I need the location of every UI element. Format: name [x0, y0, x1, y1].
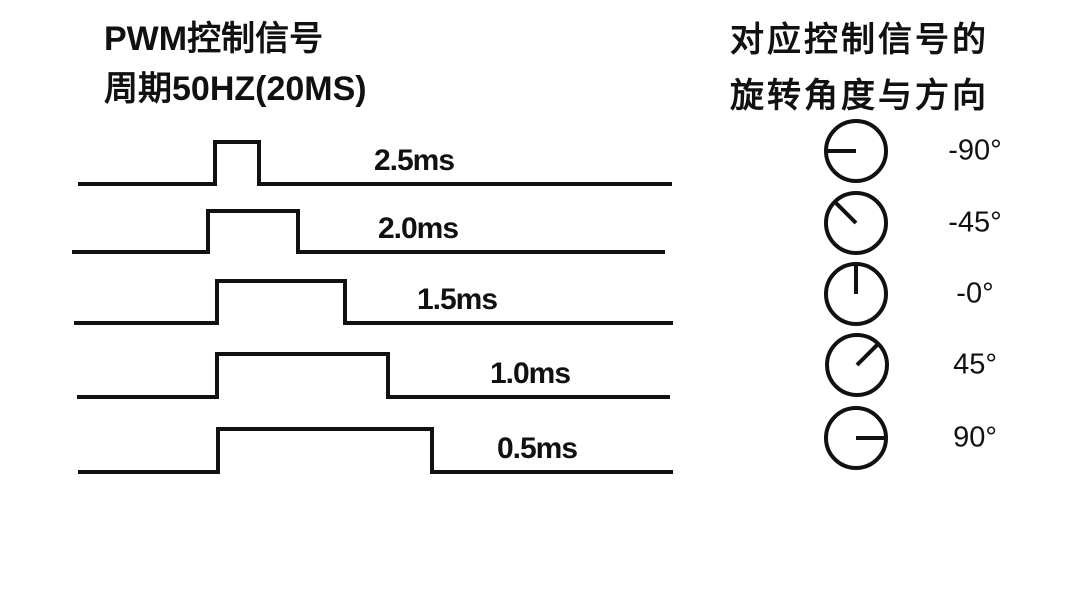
pwm-waveform-1.0ms — [77, 352, 670, 399]
pwm-waveform-0.5ms — [78, 427, 673, 474]
pulse-width-label-2-0ms: 2.0ms — [377, 212, 459, 245]
pwm-waveform-2.5ms — [78, 140, 672, 186]
pulse-width-label-0-5ms: 0.5ms — [496, 432, 578, 465]
pulse-width-label-1-0ms: 1.0ms — [489, 357, 571, 390]
angle-label-neg0: -0° — [956, 277, 994, 310]
pulse-width-label-1-5ms: 1.5ms — [416, 283, 498, 316]
pwm-title-line2: 周期50HZ(20MS) — [104, 70, 367, 108]
angle-label-45: 45° — [953, 348, 997, 381]
angle-title: 对应控制信号的 旋转角度与方向 — [730, 12, 989, 124]
servo-dial-45° — [825, 333, 889, 397]
pwm-waveform-1.5ms — [74, 279, 673, 325]
pwm-waveform-2.0ms — [72, 209, 665, 254]
angle-title-line2: 旋转角度与方向 — [730, 77, 989, 115]
dial-needle-icon — [855, 342, 880, 367]
angle-label-neg90: -90° — [948, 134, 1002, 167]
angle-title-line1: 对应控制信号的 — [730, 21, 989, 59]
pwm-title-line1: PWM控制信号 — [104, 20, 324, 58]
pulse-width-label-2-5ms: 2.5ms — [373, 144, 455, 177]
angle-label-neg45: -45° — [948, 206, 1002, 239]
angle-label-90: 90° — [953, 421, 997, 454]
dial-needle-icon — [833, 200, 858, 225]
pwm-title: PWM控制信号 周期50HZ(20MS) — [104, 14, 367, 114]
servo-dial--45° — [824, 191, 888, 255]
